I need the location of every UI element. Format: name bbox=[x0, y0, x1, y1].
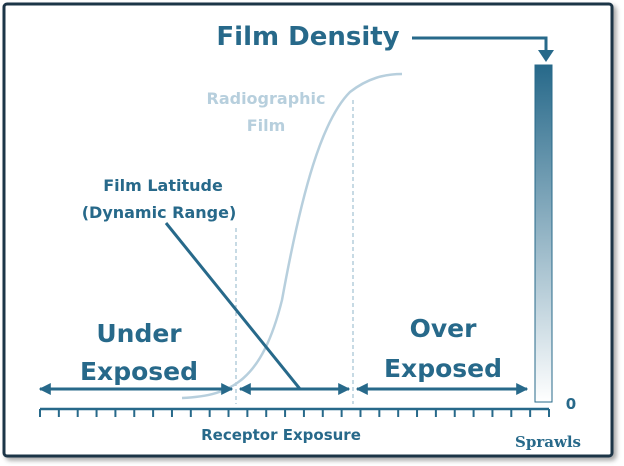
credit-sprawls: Sprawls bbox=[515, 433, 581, 451]
under-label-line-1: Under bbox=[96, 319, 182, 348]
title-arrow-head bbox=[538, 50, 554, 62]
under-label-line-2: Exposed bbox=[80, 357, 198, 386]
title-arrow-line bbox=[412, 36, 548, 53]
characteristic-curve bbox=[181, 72, 403, 400]
frame bbox=[2, 2, 614, 458]
x-axis-label: Receptor Exposure bbox=[201, 426, 361, 444]
latitude-label-line-1: Film Latitude bbox=[103, 176, 223, 195]
over-label-line-1: Over bbox=[410, 314, 478, 343]
density-zero-label: 0 bbox=[566, 395, 576, 413]
latitude-pointer-line bbox=[164, 222, 302, 390]
title-film-density: Film Density bbox=[216, 22, 399, 52]
exposure-axis bbox=[39, 407, 550, 417]
over-label-line-2: Exposed bbox=[384, 354, 502, 383]
density-scale-bar bbox=[534, 64, 553, 403]
curve-label-line-2: Film bbox=[247, 116, 286, 135]
latitude-label-line-2: (Dynamic Range) bbox=[82, 203, 237, 222]
curve-label-line-1: Radiographic bbox=[207, 89, 326, 108]
